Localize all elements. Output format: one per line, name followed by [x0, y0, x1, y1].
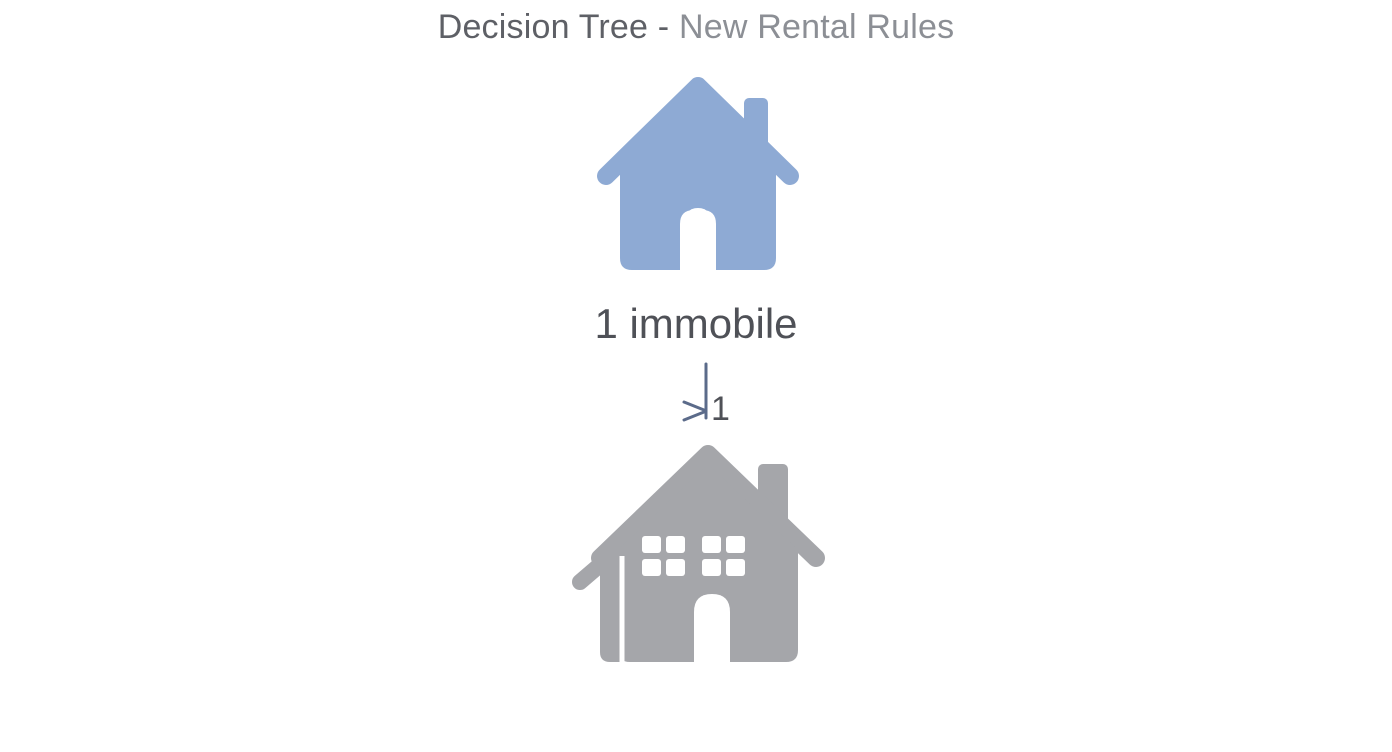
house-icon [597, 77, 799, 270]
root-node-label: 1 immobile [594, 300, 798, 347]
multi-unit-house-icon [572, 445, 825, 662]
title-prefix: Decision Tree - [437, 8, 679, 46]
diagram-title: Decision Tree - New Rental Rules [0, 8, 1392, 47]
edge-label: 1 [711, 390, 730, 428]
title-subject: New Rental Rules [678, 8, 955, 46]
edge-arrow [682, 362, 708, 422]
